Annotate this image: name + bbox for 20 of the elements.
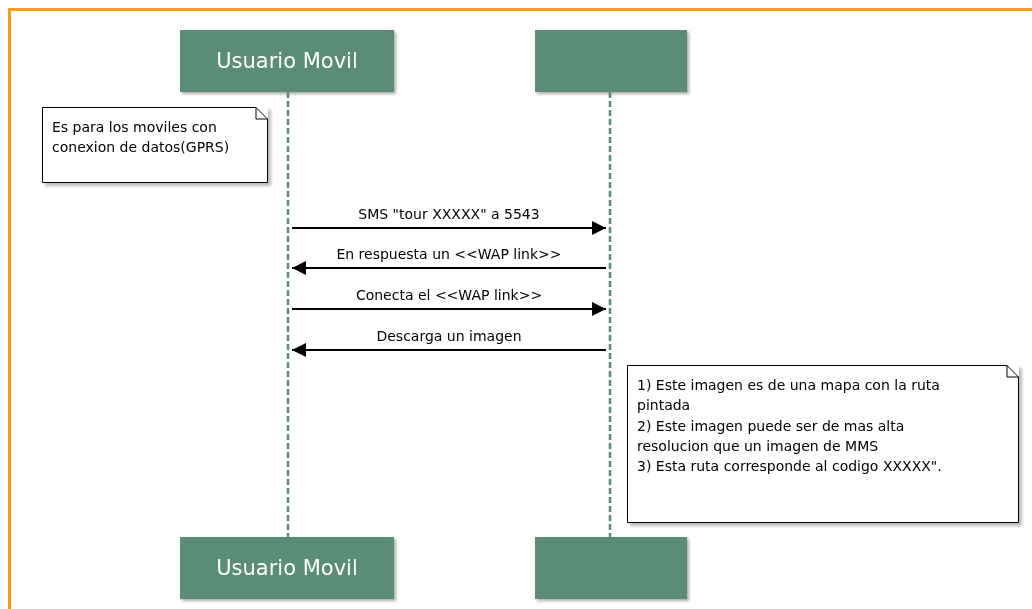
message-label: Descarga un imagen	[374, 328, 524, 344]
message-label: SMS "tour XXXXX" a 5543	[356, 206, 542, 222]
participant-box	[180, 537, 394, 599]
message-arrow	[291, 221, 607, 235]
note-text: 2) Este imagen puede ser de mas alta resolucion que un imagen de MMS	[637, 416, 906, 456]
note-box	[627, 365, 1019, 523]
message-arrow	[291, 343, 607, 357]
note-text: Es para los moviles con conexion de datos(GPRS)	[52, 118, 231, 158]
note-text: 3) Esta ruta corresponde al codigo XXXXX".	[637, 457, 943, 477]
participant-name: Usuario Movil	[216, 556, 358, 580]
participant-name: Usuario Movil	[216, 49, 358, 73]
participant-box	[535, 30, 687, 92]
note-box	[42, 107, 268, 183]
message-arrow	[291, 302, 607, 316]
message-arrow	[291, 261, 607, 275]
participant-box	[535, 537, 687, 599]
note-text: 1) Este imagen es de una mapa con la ruta pintada	[637, 376, 941, 416]
lifeline	[284, 92, 292, 537]
lifeline	[606, 92, 614, 537]
participant-box	[180, 30, 394, 92]
